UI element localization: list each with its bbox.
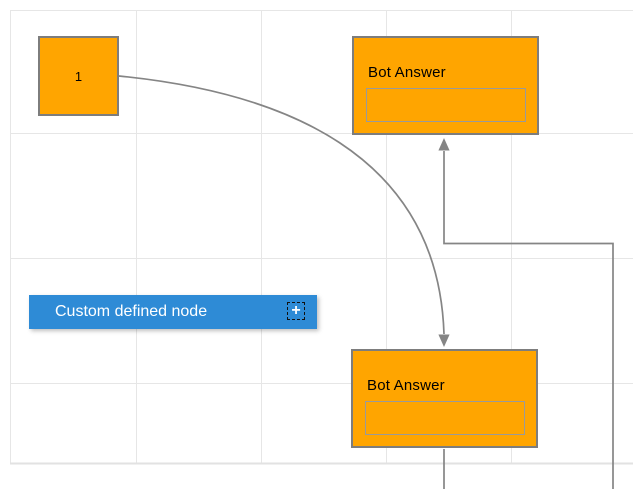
curved-connector[interactable] (118, 75, 450, 347)
node-bot-answer-top[interactable]: Bot Answer (352, 36, 539, 135)
arrowhead-up-icon (438, 138, 450, 151)
node-bot-answer-bottom[interactable]: Bot Answer (351, 349, 538, 448)
grid (10, 10, 633, 465)
bot-answer-input[interactable] (366, 88, 526, 122)
plus-icon[interactable]: + (287, 302, 305, 320)
node-square-1[interactable]: 1 (38, 36, 119, 116)
custom-defined-node-button[interactable]: Custom defined node + (29, 295, 317, 329)
arrowhead-down-icon (438, 334, 450, 347)
orthogonal-connector[interactable] (438, 138, 614, 489)
node-square-label: 1 (74, 68, 83, 84)
node-title: Bot Answer (368, 64, 446, 81)
node-title: Bot Answer (367, 377, 445, 394)
custom-defined-node-label: Custom defined node (55, 303, 208, 320)
bot-answer-input[interactable] (365, 401, 525, 435)
